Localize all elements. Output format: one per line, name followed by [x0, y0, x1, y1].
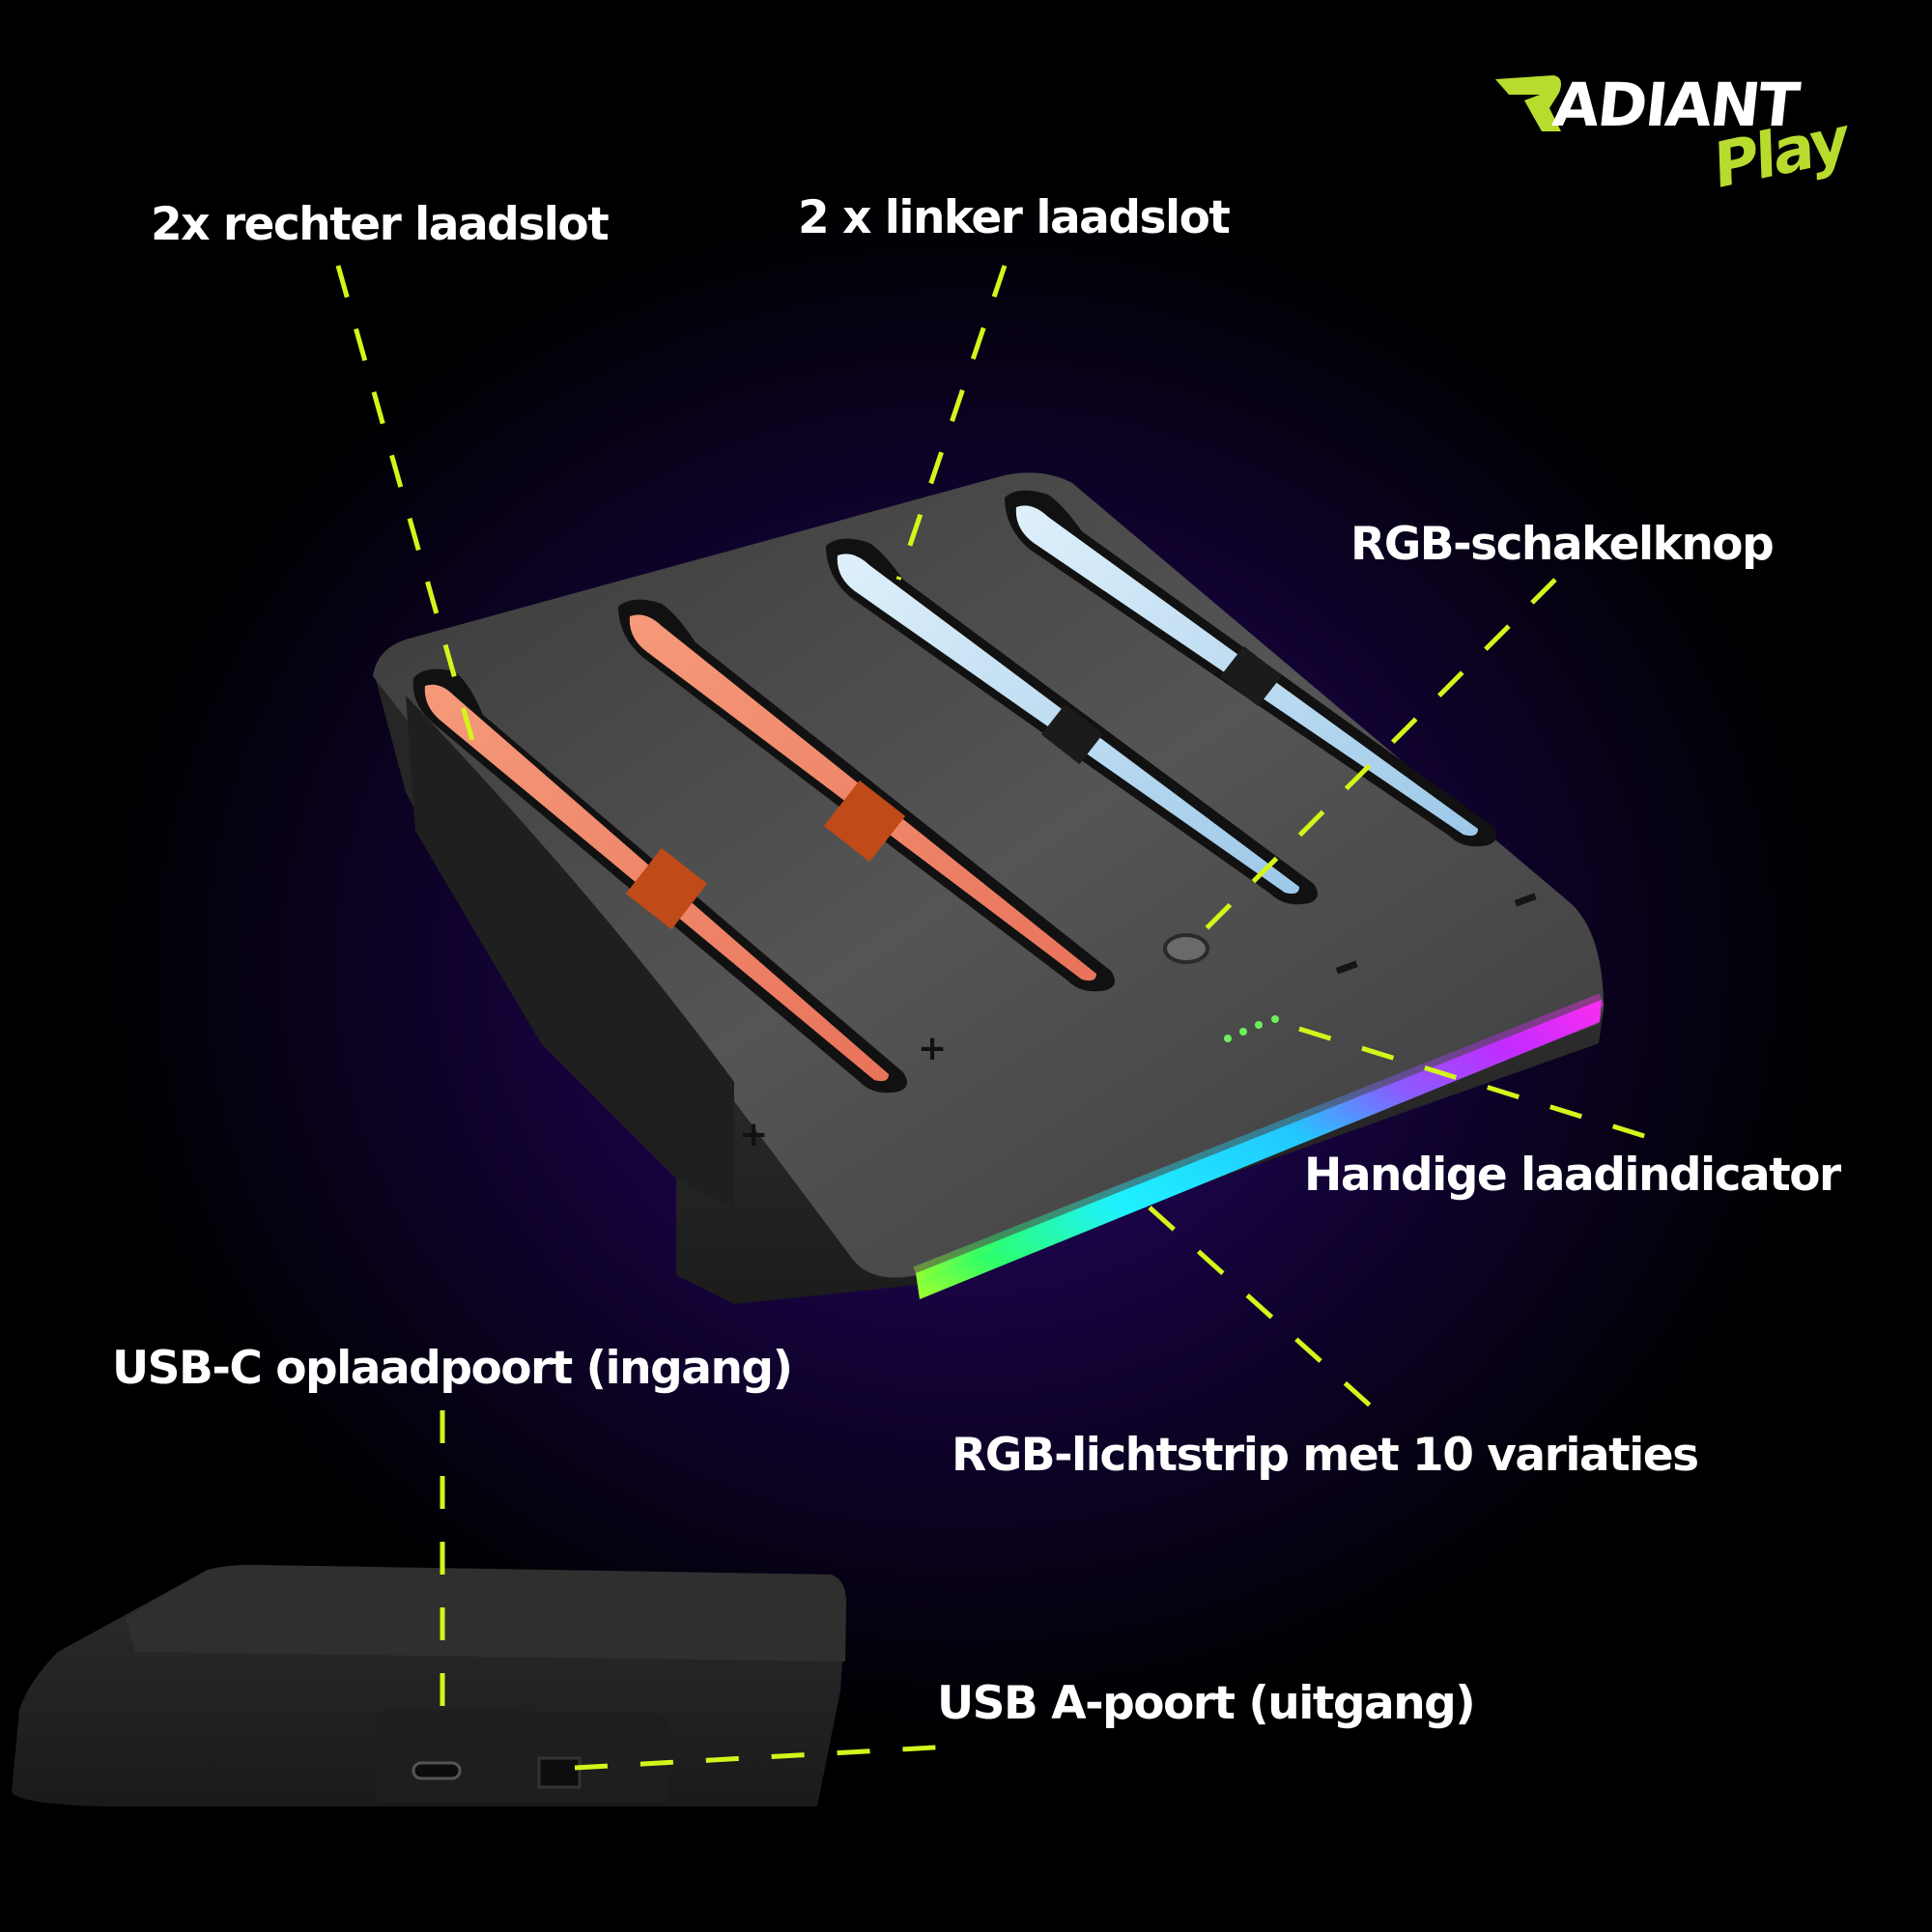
- callout-lines: [335, 265, 1658, 1771]
- rgb-switch-button: [1163, 933, 1209, 964]
- charging-dock-top-view: + +: [373, 472, 1605, 1304]
- led-4: [1271, 1015, 1279, 1023]
- slot-2: [618, 599, 1115, 992]
- label-right-slots: 2x rechter laadslot: [151, 198, 610, 251]
- label-rgb-button: RGB-schakelknop: [1350, 518, 1775, 571]
- side-port-recess: [377, 1710, 671, 1802]
- label-left-slots: 2 x linker laadslot: [798, 191, 1231, 244]
- label-usb-c: USB-C oplaadpoort (ingang): [112, 1342, 793, 1395]
- slot-2-connector: [823, 780, 906, 863]
- side-top-band: [126, 1565, 846, 1662]
- charging-dock-side-view: [12, 1565, 846, 1806]
- callout-line-rgb-strip: [1148, 1206, 1388, 1422]
- minus-icon: [1514, 893, 1537, 907]
- callout-line-right-slots: [335, 265, 476, 745]
- slot-1: [412, 668, 907, 1094]
- slot-4-connector: [1219, 645, 1283, 707]
- charge-indicator-leds: [1224, 1015, 1279, 1042]
- brand-logo: ADIANT Play: [1495, 70, 1862, 204]
- led-1: [1224, 1035, 1232, 1042]
- slot-1-connector: [625, 847, 708, 930]
- usb-c-port: [412, 1761, 462, 1780]
- callout-line-left-slots: [895, 265, 1008, 581]
- plus-icon: +: [918, 1029, 947, 1068]
- slot-4: [1005, 490, 1496, 847]
- label-rgb-strip: RGB-lichtstrip met 10 variaties: [952, 1429, 1699, 1482]
- slot-3: [826, 538, 1318, 905]
- plus-icon: +: [739, 1115, 768, 1154]
- label-usb-a: USB A-poort (uitgang): [937, 1677, 1476, 1730]
- led-3: [1255, 1021, 1263, 1029]
- dock-base: [406, 696, 734, 1208]
- radiant-r-mark-icon: [1495, 75, 1561, 131]
- led-2: [1239, 1028, 1247, 1036]
- label-charge-indicator: Handige laadindicator: [1304, 1149, 1841, 1202]
- minus-icon: [1335, 960, 1358, 975]
- usb-a-port: [537, 1756, 582, 1789]
- slot-3-connector: [1040, 703, 1104, 765]
- callout-line-rgb-button: [1201, 578, 1557, 934]
